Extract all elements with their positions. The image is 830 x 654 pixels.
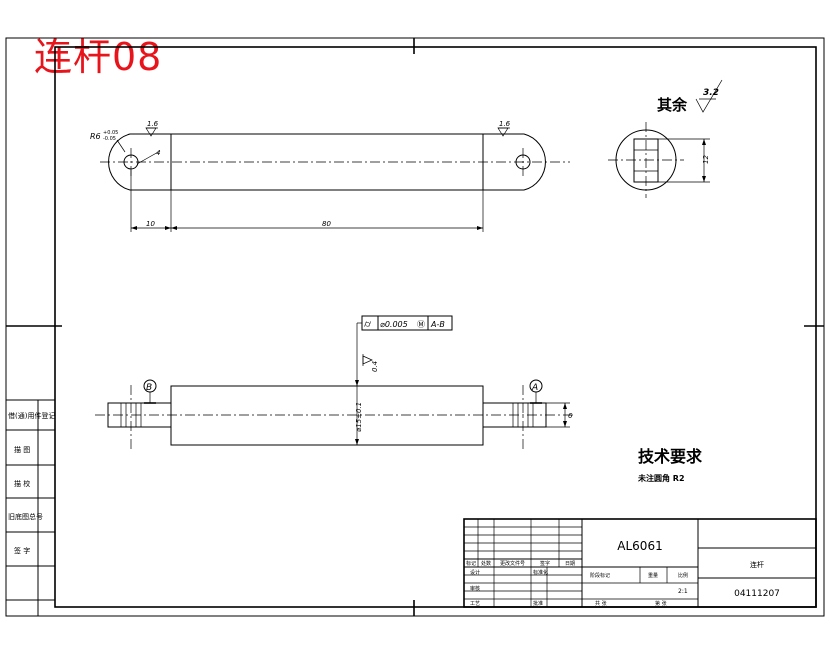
- stage-label: 阶段标记: [590, 572, 610, 579]
- radius-lower-tol: -0.05: [103, 136, 116, 142]
- sidebar-label-2: 描 校: [14, 479, 30, 488]
- tech-req-heading: 技术要求: [638, 447, 703, 466]
- rev-label-3: 签字: [540, 560, 550, 567]
- left-sidebar-table: 借(通)用件登记 描 图 描 校 旧底图总号 签 字: [6, 399, 55, 616]
- rev-label-0: 标记: [466, 560, 476, 567]
- standardization-label: 标准化: [533, 569, 548, 576]
- sheet-label: 第 张: [655, 600, 667, 607]
- datum-b-label: B: [146, 383, 152, 393]
- side-view: 12: [608, 122, 710, 198]
- sidebar-label-4: 签 字: [14, 546, 30, 555]
- material-label: AL6061: [617, 539, 662, 553]
- scale-value: 2:1: [678, 588, 688, 595]
- finish-symbol-left: [145, 127, 157, 137]
- rev-label-1: 处数: [481, 560, 491, 567]
- sidebar-label-3: 旧底图总号: [8, 512, 43, 521]
- rev-label-2: 更改文件号: [500, 560, 525, 567]
- tolerance-datum: A-B: [430, 320, 445, 329]
- radius-upper-tol: +0.05: [103, 130, 118, 136]
- front-view: ⌭ ⌀0.005 Ⓜ A-B 0.4 ⌀15±0.1 B: [95, 315, 575, 450]
- finish-left-value: 1.6: [147, 120, 159, 128]
- rev-label-4: 日期: [565, 561, 575, 567]
- finish-symbol-right: [497, 127, 509, 137]
- sheet-total-label: 共 张: [595, 600, 607, 607]
- approve-label: 批准: [533, 600, 543, 607]
- top-view: 1.6 1.6 R6 +0.05 -0.05 4 10 80: [90, 120, 570, 232]
- checker-label: 审核: [470, 585, 480, 592]
- finish-right-value: 1.6: [499, 120, 511, 128]
- sidebar-label-1: 描 图: [14, 445, 30, 454]
- finish-default-value: 3.2: [703, 88, 719, 98]
- radius-note: R6: [90, 132, 101, 141]
- left-eye-outline: [108, 133, 171, 191]
- tolerance-value: ⌀0.005: [380, 320, 408, 329]
- part-name: 连杆: [750, 560, 764, 569]
- finish-default-label: 其余: [657, 96, 688, 114]
- body-diameter-dim: ⌀15±0.1: [355, 402, 363, 432]
- rod-body-front: [170, 385, 484, 446]
- dim-left-value: 10: [146, 220, 155, 228]
- side-view-slot: [633, 138, 659, 183]
- side-view-width-value: 12: [702, 155, 710, 164]
- end-dim-value: 6: [568, 412, 573, 420]
- title-block-frame: [463, 518, 817, 608]
- weight-label: 重量: [648, 572, 658, 579]
- right-eye-outline: [483, 133, 546, 191]
- tolerance-symbol: ⌭: [364, 319, 372, 330]
- title-block: 标记 处数 更改文件号 签字 日期 设计 标准化 审核 工艺 批准 AL6061…: [463, 518, 817, 608]
- process-label: 工艺: [470, 601, 480, 607]
- dim-body-value: 80: [322, 220, 331, 228]
- tolerance-modifier: Ⓜ: [417, 320, 425, 329]
- datum-a-label: A: [531, 383, 538, 393]
- front-finish-value: 0.4: [371, 361, 379, 372]
- default-surface-finish: 其余 3.2: [657, 79, 723, 114]
- designer-label: 设计: [470, 569, 480, 576]
- outer-border: [5, 37, 825, 617]
- sidebar-label-0: 借(通)用件登记: [8, 411, 55, 420]
- rod-body-top: [170, 133, 484, 191]
- scale-label: 比例: [678, 572, 688, 579]
- hole-diameter-label: 4: [156, 149, 160, 157]
- inner-border: [54, 46, 817, 608]
- drawing-number: 04111207: [734, 589, 780, 599]
- right-end-shaft: [482, 402, 547, 428]
- tech-req-note: 未注圆角 R2: [637, 473, 685, 483]
- technical-requirements: 技术要求 未注圆角 R2: [637, 447, 703, 483]
